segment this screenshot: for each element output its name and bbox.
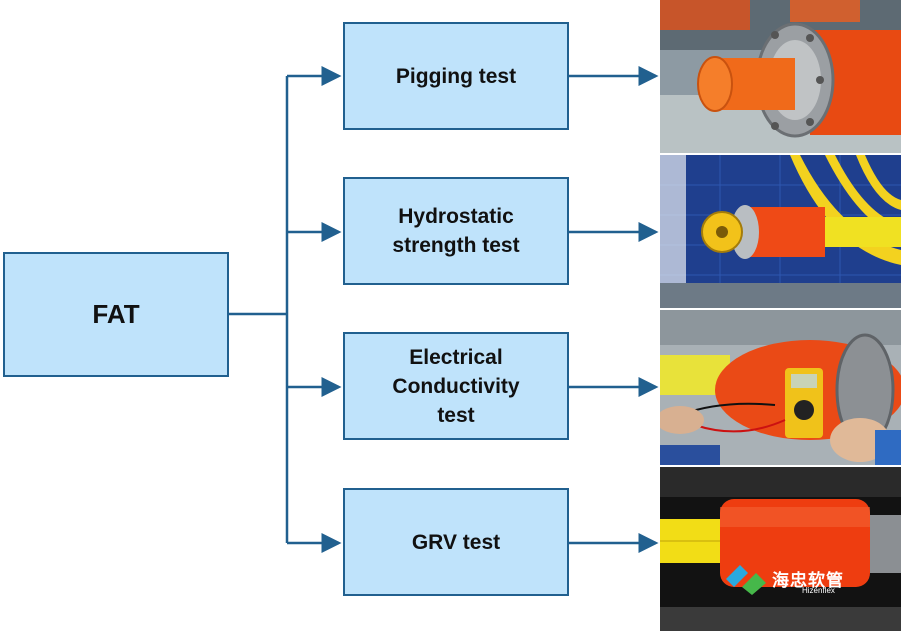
grv-test-label: GRV test xyxy=(411,530,501,554)
watermark-brand-name: 海忠软管 xyxy=(772,571,844,591)
grv-test-box: GRV test xyxy=(343,488,569,596)
hydrostatic-strength-test-box: Hydrostatic strength test xyxy=(343,177,569,285)
pigging-test-label: Pigging test xyxy=(395,64,517,88)
watermark-brand-sub: Hizenflex xyxy=(802,586,835,595)
hizenflex-logo-icon xyxy=(726,565,766,595)
hydrostatic-strength-test-label: Hydrostatic strength test xyxy=(392,205,520,257)
pigging-test-box: Pigging test xyxy=(343,22,569,130)
grv-test-photo xyxy=(660,467,901,631)
fat-root-label: FAT xyxy=(92,299,140,329)
electrical-conductivity-test-box: Electrical Conductivity test xyxy=(343,332,569,440)
fat-root-box: FAT xyxy=(3,252,229,377)
electrical-conductivity-test-photo xyxy=(660,310,901,465)
electrical-conductivity-test-label: Electrical Conductivity test xyxy=(392,345,520,427)
pigging-test-photo xyxy=(660,0,901,153)
hydrostatic-strength-test-photo xyxy=(660,155,901,308)
